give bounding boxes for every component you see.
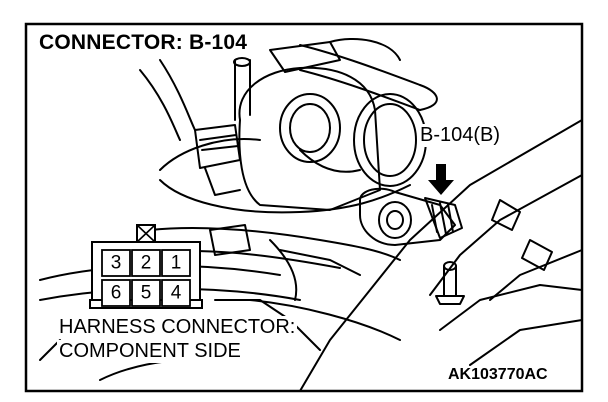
pin-number: 4 <box>171 283 182 304</box>
pin-number: 5 <box>141 283 152 304</box>
connector-pin-cell <box>161 279 191 307</box>
connector-pin-cell <box>131 249 161 277</box>
connector-pin-cell <box>131 279 161 307</box>
component-side-label: COMPONENT SIDE <box>57 340 243 363</box>
harness-connector-label: HARNESS CONNECTOR: <box>57 316 298 339</box>
pin-number: 1 <box>171 253 182 274</box>
figure-code: AK103770AC <box>446 366 550 384</box>
connector-face: 3 2 1 6 5 4 <box>89 224 203 309</box>
callout-arrow <box>428 164 454 195</box>
connector-pin-cell <box>101 279 131 307</box>
connector-pin-cell <box>161 249 191 277</box>
connector-title: CONNECTOR: B-104 <box>36 31 251 55</box>
pin-number: 6 <box>111 283 122 304</box>
pin-number: 2 <box>141 253 152 274</box>
pin-number: 3 <box>111 253 122 274</box>
connector-callout-label: B-104(B) <box>418 124 503 147</box>
connector-pin-cell <box>101 249 131 277</box>
